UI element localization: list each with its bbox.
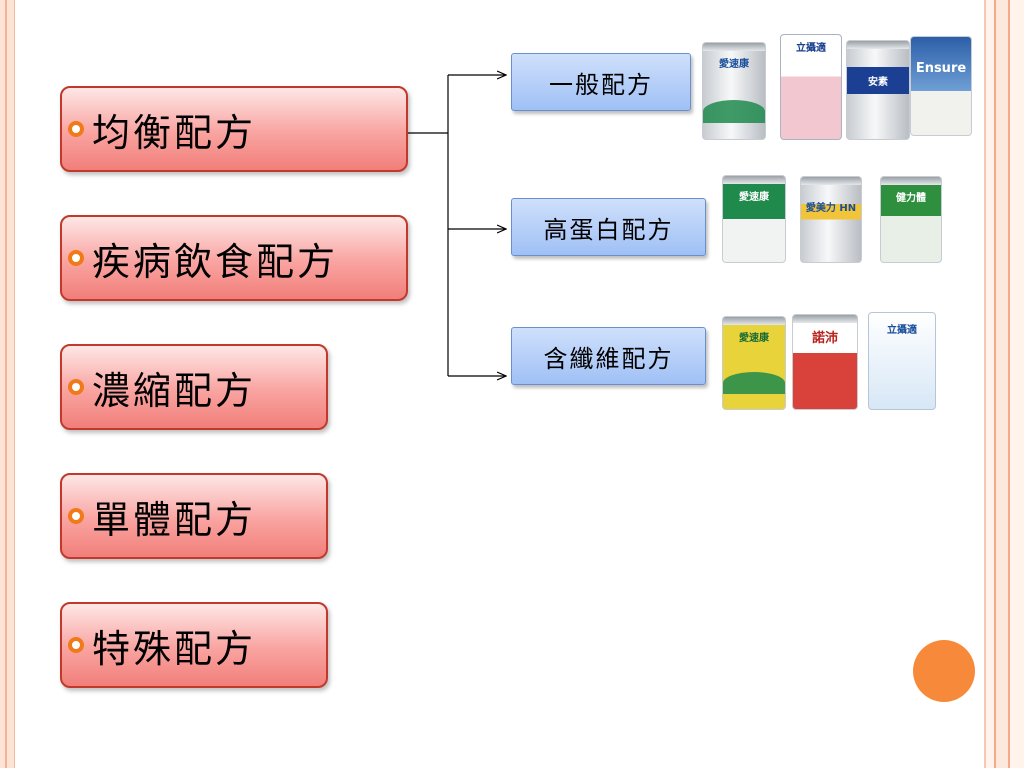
category-box-special: 特殊配方 — [60, 602, 328, 688]
right-border-decoration — [978, 0, 1024, 768]
category-box-disease: 疾病飲食配方 — [60, 215, 408, 301]
product-can-image: 愛美力 HN — [800, 176, 862, 263]
product-can-image: 健力體 — [880, 176, 942, 263]
subtype-label: 高蛋白配方 — [543, 215, 674, 244]
category-label: 濃縮配方 — [92, 368, 257, 413]
subtype-box-high-protein: 高蛋白配方 — [511, 198, 706, 256]
decorative-circle — [913, 640, 975, 702]
product-can-image: 立攝適 — [868, 312, 936, 410]
subtype-box-fiber: 含纖維配方 — [511, 327, 706, 385]
bullet-icon — [68, 121, 84, 137]
category-label: 均衡配方 — [92, 110, 257, 155]
left-border-decoration — [0, 0, 15, 768]
bullet-icon — [68, 508, 84, 524]
product-can-image: 諾沛 — [792, 314, 858, 410]
product-can-image: 愛速康 — [722, 175, 786, 263]
subtype-box-general: 一般配方 — [511, 53, 691, 111]
product-can-image: 安素 — [846, 40, 910, 140]
category-label: 疾病飲食配方 — [92, 239, 339, 284]
bullet-icon — [68, 250, 84, 266]
category-label: 特殊配方 — [92, 626, 257, 671]
product-can-image: Ensure — [910, 36, 972, 136]
subtype-label: 一般配方 — [549, 70, 653, 99]
bullet-icon — [68, 637, 84, 653]
category-box-concentrated: 濃縮配方 — [60, 344, 328, 430]
bullet-icon — [68, 379, 84, 395]
subtype-label: 含纖維配方 — [543, 344, 674, 373]
category-box-elemental: 單體配方 — [60, 473, 328, 559]
product-box-image: 立攝適 — [780, 34, 842, 140]
product-can-image: 愛速康 — [702, 42, 766, 140]
category-label: 單體配方 — [92, 497, 257, 542]
category-box-balanced: 均衡配方 — [60, 86, 408, 172]
product-can-image: 愛速康 — [722, 316, 786, 410]
